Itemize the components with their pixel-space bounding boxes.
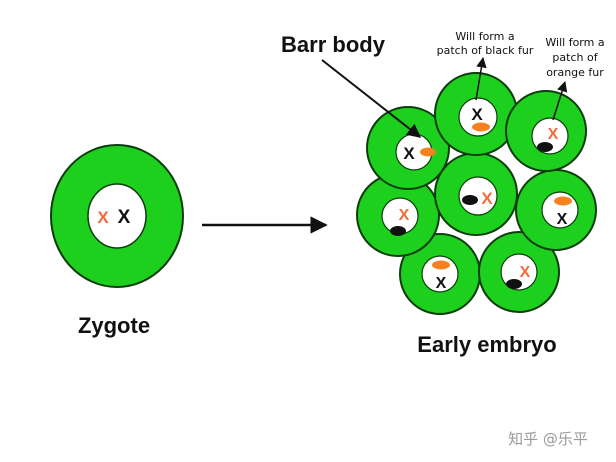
embryo-cell: X — [505, 90, 587, 172]
embryo-cell: X — [478, 231, 560, 313]
early-embryo: X X X X X X — [356, 72, 597, 315]
orange-fur-note-line-2: patch of — [552, 51, 598, 64]
embryo-cell: X — [434, 72, 518, 156]
embryo-cell: X — [356, 173, 440, 257]
orange-fur-note-line-1: Will form a — [545, 36, 604, 49]
svg-text:X: X — [481, 189, 493, 208]
pointer-arrow-icon — [321, 59, 422, 138]
svg-text:X: X — [548, 126, 559, 143]
black-fur-note-line-1: Will form a — [455, 30, 514, 43]
embryo-cell: X — [515, 169, 597, 251]
zygote-orange-x: X — [97, 208, 109, 227]
embryo-cell: X — [434, 152, 518, 236]
orange-fur-note: Will form a patch of orange fur — [545, 36, 604, 79]
barr-body-label: Barr body — [281, 32, 386, 57]
svg-text:X: X — [471, 105, 483, 124]
early-embryo-label: Early embryo — [417, 332, 556, 357]
black-fur-note: Will form a patch of black fur — [437, 30, 534, 57]
pointer-arrow-icon — [552, 80, 568, 121]
black-fur-note-line-2: patch of black fur — [437, 44, 534, 57]
orange-fur-note-line-3: orange fur — [546, 66, 604, 79]
svg-text:X: X — [520, 264, 531, 281]
embryo-cell: X — [399, 233, 481, 315]
zygote-cell: X X — [50, 144, 184, 288]
svg-text:X: X — [436, 275, 447, 292]
svg-text:X: X — [557, 211, 568, 228]
watermark: 知乎 @乐平 — [508, 430, 588, 448]
svg-text:X: X — [403, 144, 415, 163]
svg-text:X: X — [399, 207, 410, 224]
embryo-cell: X — [366, 106, 450, 190]
pointer-arrow-icon — [475, 56, 487, 101]
zygote-label: Zygote — [78, 313, 150, 338]
zygote-black-x: X — [118, 207, 131, 228]
